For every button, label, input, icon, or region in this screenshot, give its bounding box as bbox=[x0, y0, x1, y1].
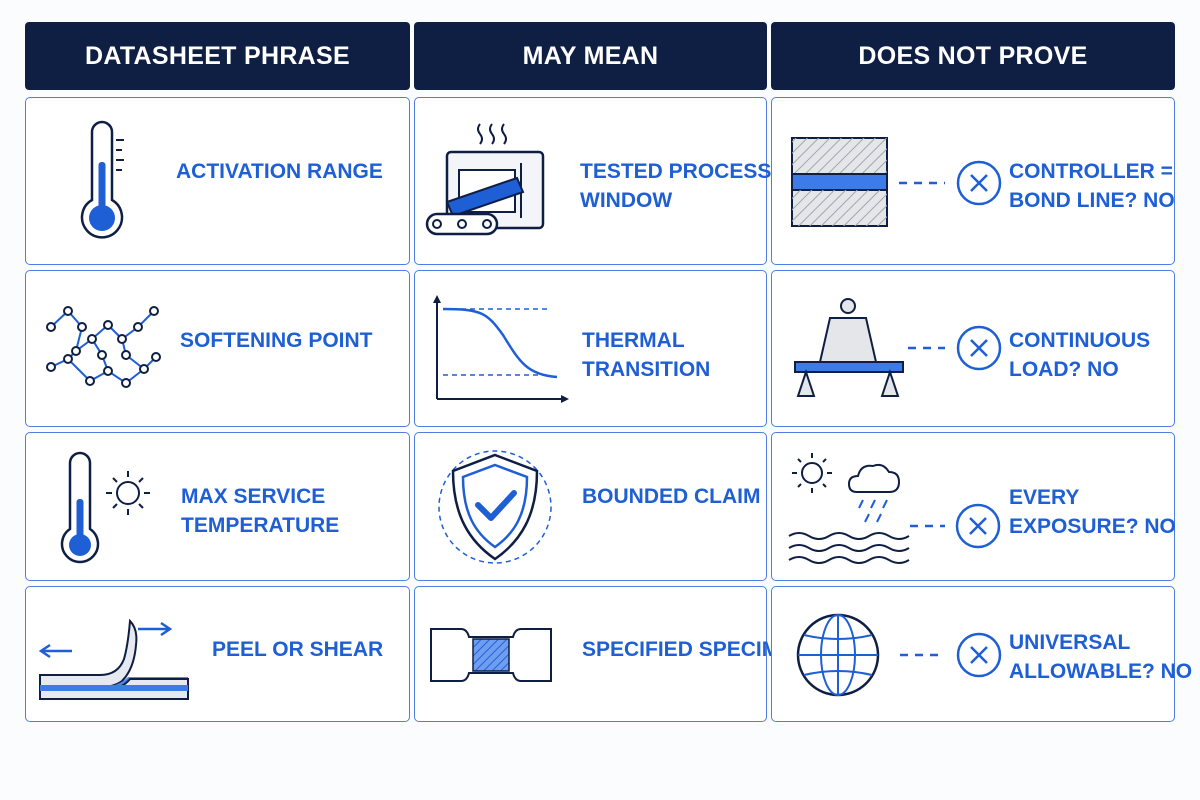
phrase-label: MAX SERVICE TEMPERATURE bbox=[181, 482, 339, 540]
not-proven-label: CONTINUOUS LOAD? NO bbox=[1009, 326, 1150, 384]
thermometer-sun-icon bbox=[60, 451, 150, 564]
meaning-line: BOUNDED CLAIM bbox=[582, 485, 761, 508]
meaning-line: SPECIFIED SPECIMEN bbox=[582, 638, 809, 661]
meaning-label: SPECIFIED SPECIMEN bbox=[582, 635, 808, 664]
phrase-label: ACTIVATION RANGE bbox=[176, 157, 383, 186]
not-proven-line: EVERY bbox=[1009, 486, 1080, 509]
cell-peel-or-shear: PEEL OR SHEAR bbox=[25, 586, 410, 722]
cell-activation-range: ACTIVATION RANGE bbox=[25, 97, 410, 265]
cell-specified-specimen: SPECIFIED SPECIMEN bbox=[414, 586, 808, 722]
process-oven-icon bbox=[425, 123, 545, 236]
phrase-line: MAX SERVICE bbox=[181, 485, 326, 508]
cell-bounded-claim: BOUNDED CLAIM bbox=[414, 432, 767, 581]
weather-exposure-icon bbox=[788, 453, 1001, 564]
peel-shear-icon bbox=[38, 618, 189, 700]
globe-icon bbox=[796, 613, 1002, 697]
press-platen-icon bbox=[791, 137, 1002, 227]
not-proven-line: UNIVERSAL bbox=[1009, 631, 1131, 654]
transition-curve-icon bbox=[433, 295, 569, 403]
phrase-line: SOFTENING POINT bbox=[180, 329, 373, 352]
meaning-line: THERMAL bbox=[582, 329, 685, 352]
not-proven-line: LOAD? NO bbox=[1009, 358, 1119, 381]
cell-controller-bond-line: CONTROLLER = BOND LINE? NO bbox=[771, 97, 1175, 265]
thermometer-icon bbox=[80, 120, 124, 239]
cell-max-service-temperature: MAX SERVICE TEMPERATURE bbox=[25, 432, 410, 581]
test-specimen-icon bbox=[430, 628, 552, 682]
cell-softening-point: SOFTENING POINT bbox=[25, 270, 410, 427]
cell-every-exposure: EVERY EXPOSURE? NO bbox=[771, 432, 1176, 581]
cell-universal-allowable: UNIVERSAL ALLOWABLE? NO bbox=[771, 586, 1192, 722]
meaning-label: TESTED PROCESS WINDOW bbox=[580, 157, 771, 215]
shield-check-icon bbox=[438, 450, 552, 564]
not-proven-line: BOND LINE? NO bbox=[1009, 189, 1175, 212]
not-proven-line: ALLOWABLE? NO bbox=[1009, 660, 1193, 683]
not-proven-line: EXPOSURE? NO bbox=[1009, 515, 1176, 538]
cell-continuous-load: CONTINUOUS LOAD? NO bbox=[771, 270, 1175, 427]
cell-thermal-transition: THERMAL TRANSITION bbox=[414, 270, 767, 427]
not-proven-line: CONTROLLER = bbox=[1009, 160, 1173, 183]
polymer-network-icon bbox=[46, 306, 161, 388]
phrase-label: PEEL OR SHEAR bbox=[212, 635, 383, 664]
header-datasheet-phrase: DATASHEET PHRASE bbox=[25, 22, 410, 90]
header-may-mean: MAY MEAN bbox=[414, 22, 767, 90]
weight-on-beam-icon bbox=[794, 298, 1002, 397]
not-proven-line: CONTINUOUS bbox=[1009, 329, 1151, 352]
meaning-line: TESTED PROCESS bbox=[580, 160, 772, 183]
meaning-label: BOUNDED CLAIM bbox=[582, 482, 761, 511]
meaning-line: TRANSITION bbox=[582, 358, 711, 381]
not-proven-label: UNIVERSAL ALLOWABLE? NO bbox=[1009, 628, 1192, 686]
phrase-label: SOFTENING POINT bbox=[180, 326, 373, 355]
cell-tested-process-window: TESTED PROCESS WINDOW bbox=[414, 97, 771, 265]
meaning-line: WINDOW bbox=[580, 189, 673, 212]
phrase-line: TEMPERATURE bbox=[181, 514, 340, 537]
phrase-line: PEEL OR SHEAR bbox=[212, 638, 384, 661]
meaning-label: THERMAL TRANSITION bbox=[582, 326, 710, 384]
header-does-not-prove: DOES NOT PROVE bbox=[771, 22, 1175, 90]
not-proven-label: CONTROLLER = BOND LINE? NO bbox=[1009, 157, 1175, 215]
not-proven-label: EVERY EXPOSURE? NO bbox=[1009, 483, 1176, 541]
phrase-line: ACTIVATION RANGE bbox=[176, 160, 383, 183]
